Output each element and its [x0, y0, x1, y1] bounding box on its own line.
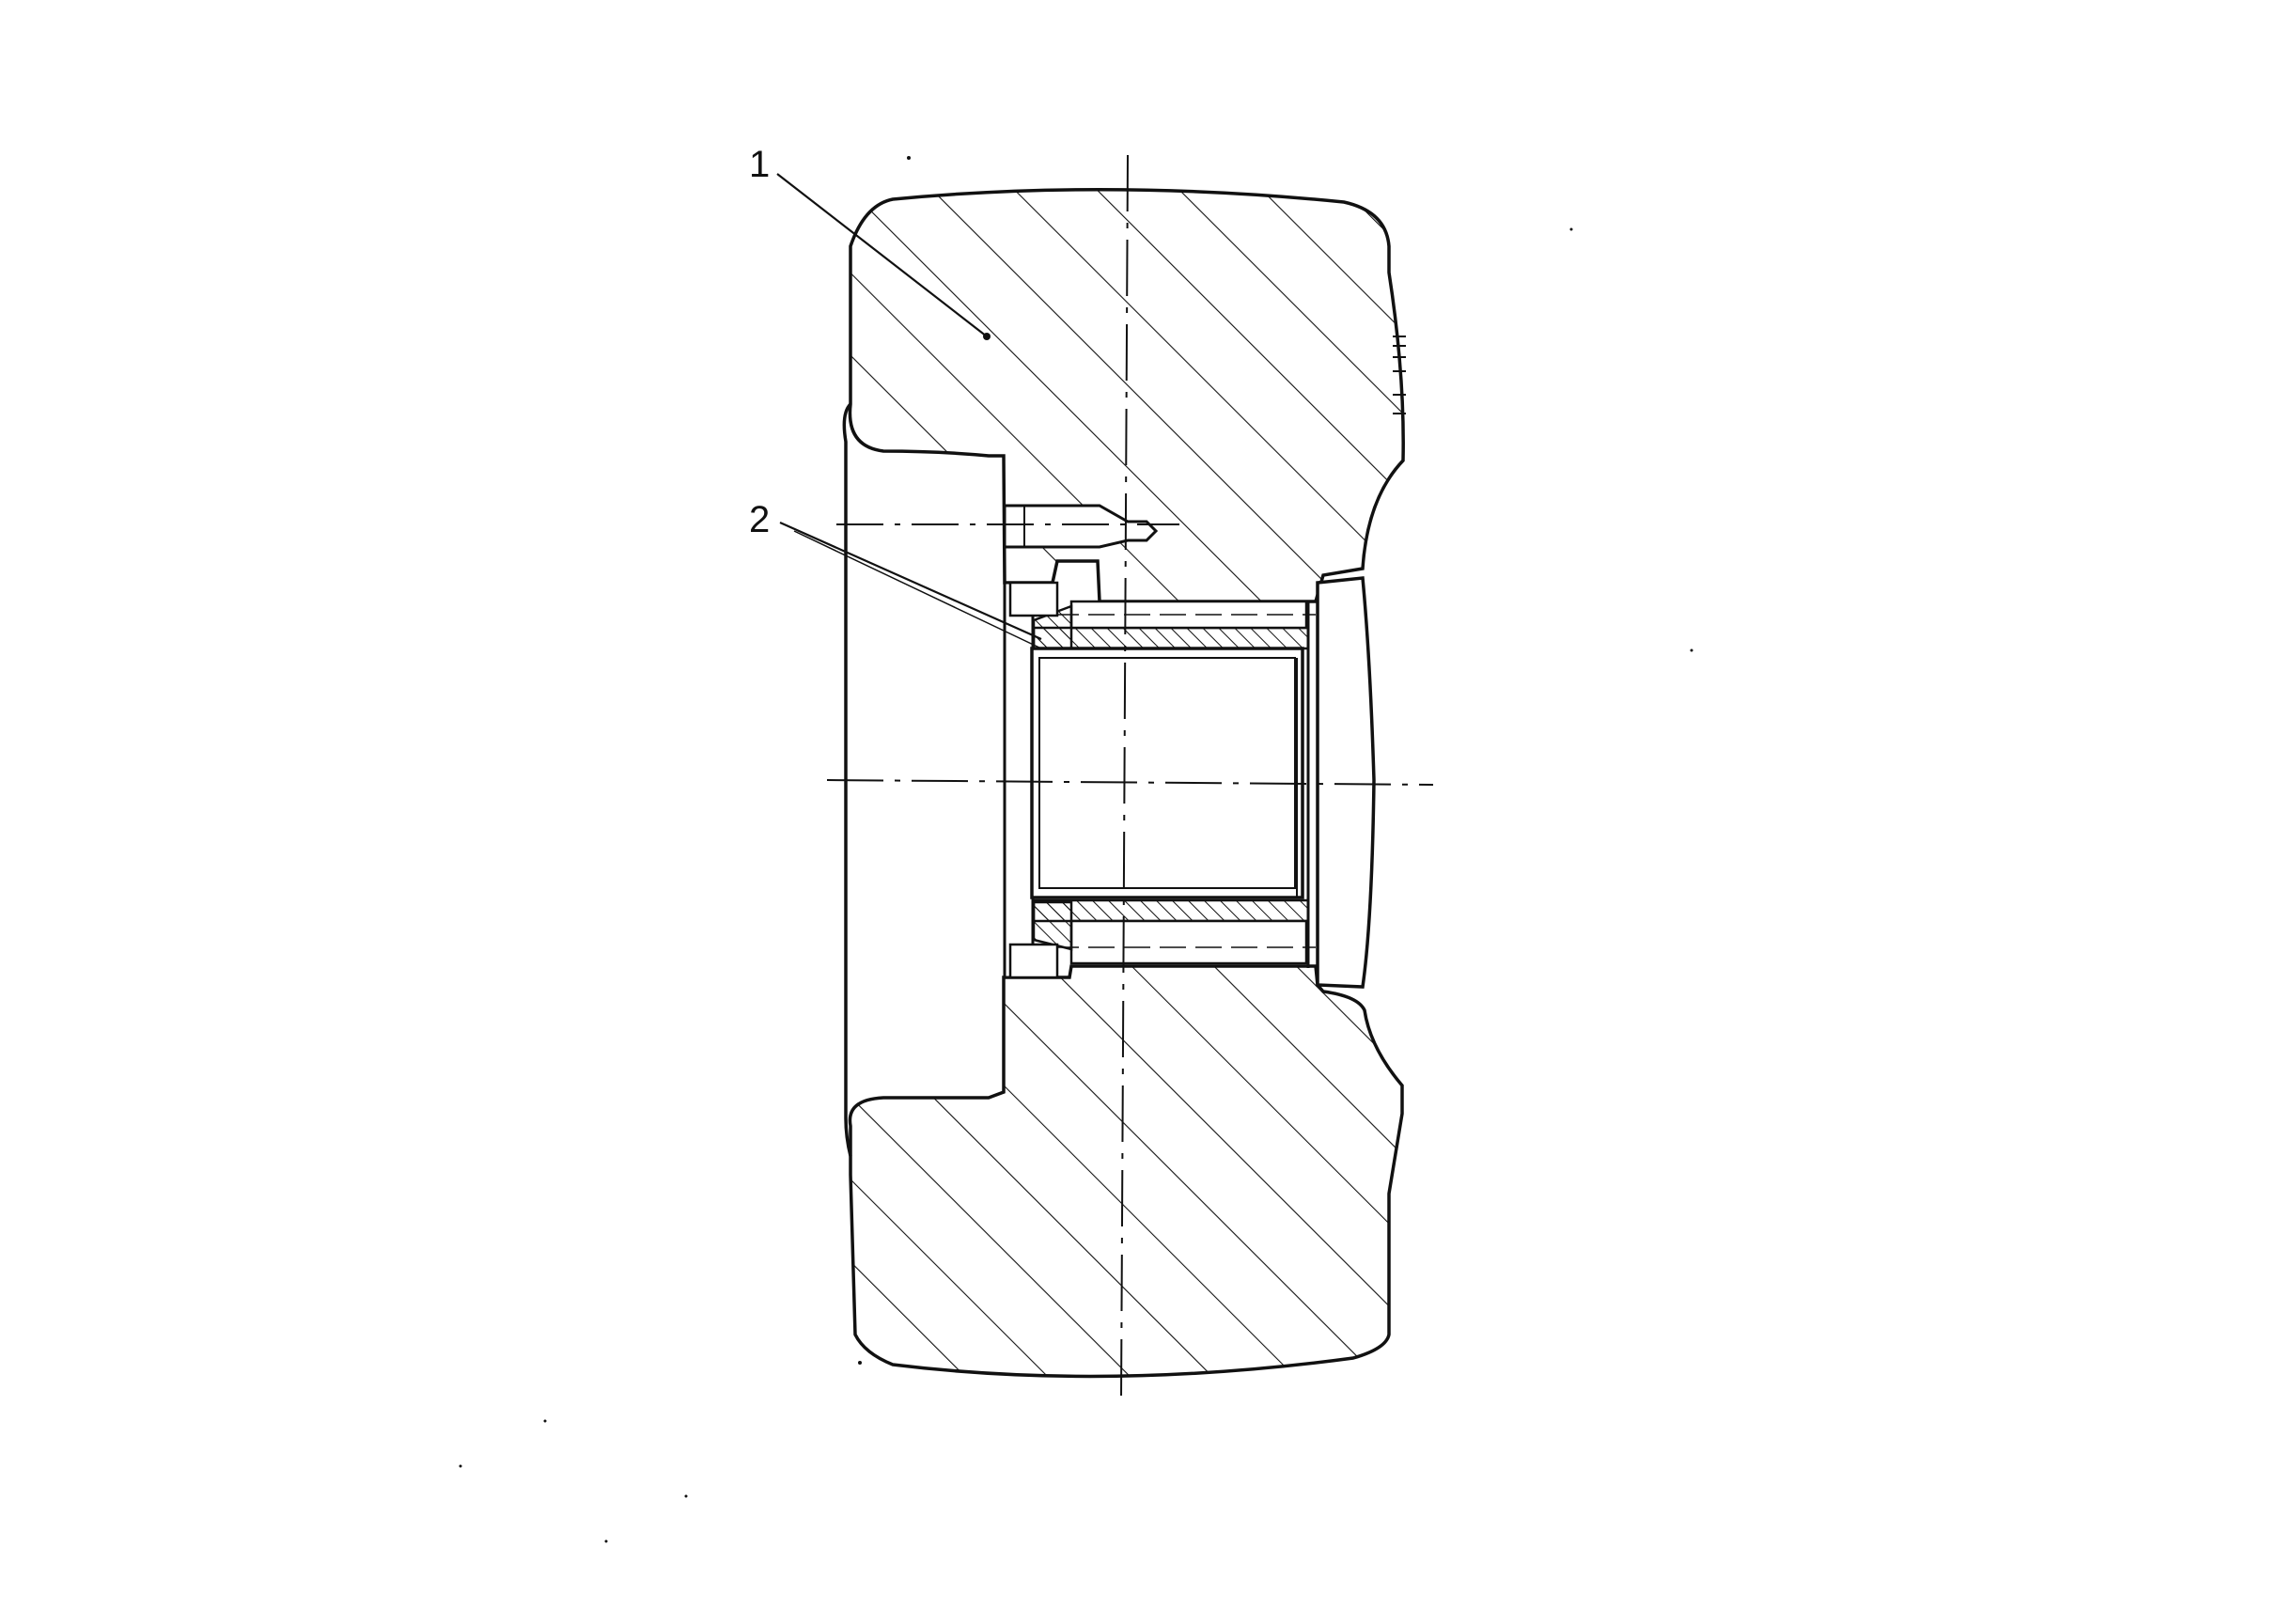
lower-needle-roller [1069, 919, 1308, 965]
bore-inner-liner [1038, 657, 1296, 889]
callout-2-leader-secondary [793, 530, 1042, 649]
surface-finish-marks [1393, 336, 1406, 414]
seal-ring-lower [1032, 900, 1073, 951]
cover-plate-recess [1003, 581, 1035, 979]
bearing-bore [1030, 647, 1304, 899]
callout-1-dot [983, 333, 991, 340]
left-lower-spacer [1008, 943, 1059, 979]
lubrication-bolt [1003, 504, 1159, 549]
vertical-centerline [1120, 154, 1129, 1401]
left-upper-spacer [1008, 581, 1059, 617]
callout-2-leader [779, 521, 1042, 641]
right-thrust-ring [1316, 576, 1376, 989]
callout-label-2: 2 [749, 499, 771, 540]
roller-body-lower-section [848, 964, 1404, 1379]
scan-specks [459, 156, 1693, 1543]
upper-bushing [1032, 626, 1310, 650]
lower-bushing [1032, 898, 1310, 923]
callout-label-1: 1 [749, 144, 771, 185]
callout-1-leader [776, 173, 988, 337]
horizontal-centerline [826, 779, 1434, 786]
